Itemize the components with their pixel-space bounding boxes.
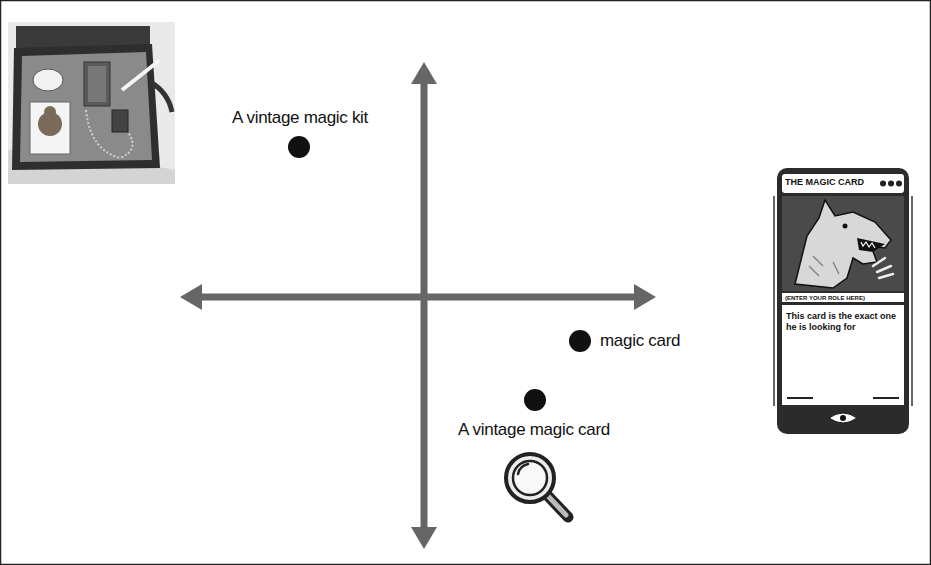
card-body: This card is the exact one he is looking… [786,311,898,333]
magic-card: THE MAGIC CARD (ENTER YOUR ROLE HERE) This… [773,166,913,436]
point-label: A vintage magic card [458,420,610,440]
card-title: THE MAGIC CARD [785,177,875,188]
magic-kit-photo [8,22,175,184]
card-outline [773,166,913,436]
point-label: A vintage magic kit [232,108,368,128]
magnifier-icon [506,454,568,517]
data-points [288,136,591,411]
point-label: magic card [600,331,680,351]
card-role: (ENTER YOUR ROLE HERE) [785,295,903,302]
axes [180,62,656,549]
